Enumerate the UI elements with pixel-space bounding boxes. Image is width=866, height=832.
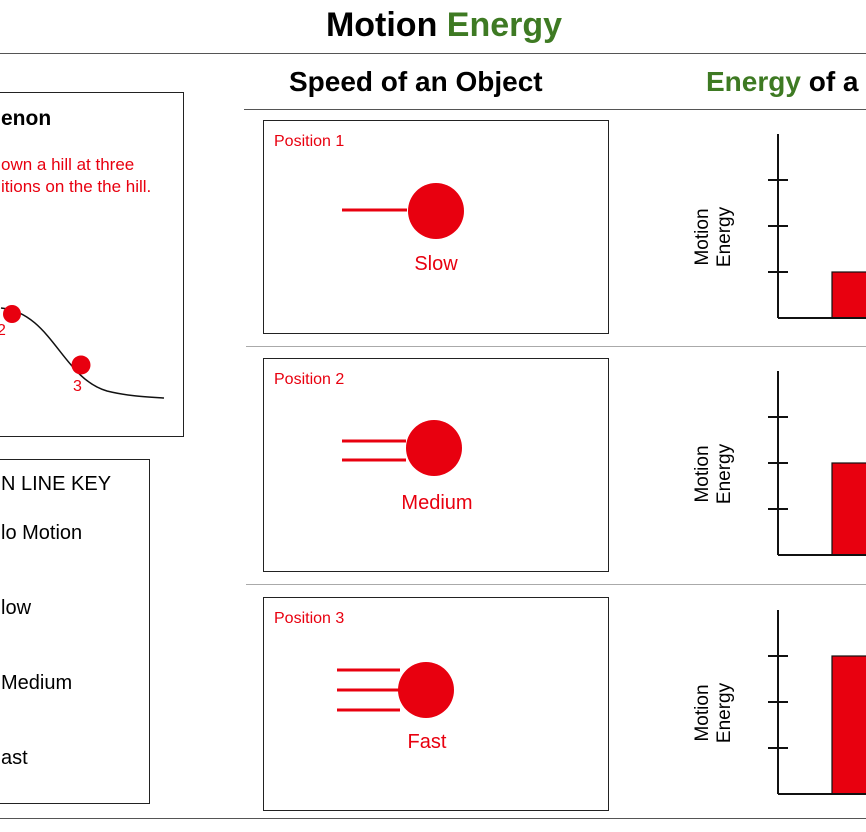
ball-position-3 — [71, 355, 91, 375]
phenomenon-text-line1: own a hill at three — [1, 155, 135, 174]
row-divider-2 — [246, 584, 866, 585]
title-divider — [0, 53, 866, 54]
hill-drawing — [0, 305, 165, 399]
key-item-slow: low — [1, 597, 32, 619]
title-motion: Motion — [325, 6, 438, 44]
phenomenon-heading: enon — [1, 107, 52, 130]
phenomenon-text-line2: itions on the the hill. — [1, 177, 152, 196]
key-heading: N LINE KEY — [1, 473, 112, 495]
position-1-label: Position 1 — [274, 133, 345, 150]
energy-graph-2-plot — [768, 371, 866, 556]
energy-bar — [831, 462, 866, 556]
energy-graph-2: Motion Energy — [690, 367, 866, 559]
position-2-speed: Medium — [401, 492, 473, 514]
energy-heading-rest: of a — [808, 66, 859, 97]
phenomenon-panel: enon own a hill at three itions on the t… — [0, 92, 184, 437]
heading-divider — [244, 109, 866, 110]
ball — [406, 420, 462, 476]
hill-curve — [0, 307, 165, 399]
ball-position-2 — [3, 305, 21, 323]
energy-graph-1-plot — [768, 134, 866, 319]
position-1-panel: Position 1 Slow — [263, 120, 609, 334]
bottom-divider — [0, 818, 866, 819]
motion-line-key-panel: N LINE KEY lo Motion low Medium ast — [0, 459, 150, 804]
position-2-ball-drawing — [342, 420, 462, 476]
row-divider-1 — [246, 346, 866, 347]
position-1-speed: Slow — [414, 253, 458, 275]
energy-bar — [831, 271, 866, 319]
hill-point-2-label: 2 — [0, 322, 6, 339]
position-3-speed: Fast — [407, 731, 447, 753]
page-title: Motion Energy — [0, 6, 866, 45]
energy-bar — [831, 655, 866, 795]
ball — [408, 183, 464, 239]
energy-column-heading: Energy of a — [706, 66, 859, 98]
position-1-ball-drawing — [342, 183, 464, 239]
key-item-no-motion: lo Motion — [1, 522, 83, 544]
energy-graph-3-plot — [768, 610, 866, 795]
title-energy: Energy — [446, 6, 563, 44]
position-3-ball-drawing — [337, 662, 454, 718]
key-item-fast: ast — [1, 747, 28, 769]
position-3-panel: Position 3 Fast — [263, 597, 609, 811]
energy-graph-1: Motion Energy — [690, 130, 866, 322]
energy-graph-3: Motion Energy — [690, 606, 866, 798]
position-3-label: Position 3 — [274, 610, 345, 627]
key-item-medium: Medium — [1, 672, 73, 694]
energy-heading-word: Energy — [706, 66, 801, 97]
ball — [398, 662, 454, 718]
speed-column-heading: Speed of an Object — [289, 66, 543, 97]
hill-point-3-label: 3 — [73, 378, 82, 395]
position-2-label: Position 2 — [274, 371, 345, 388]
position-2-panel: Position 2 Medium — [263, 358, 609, 572]
